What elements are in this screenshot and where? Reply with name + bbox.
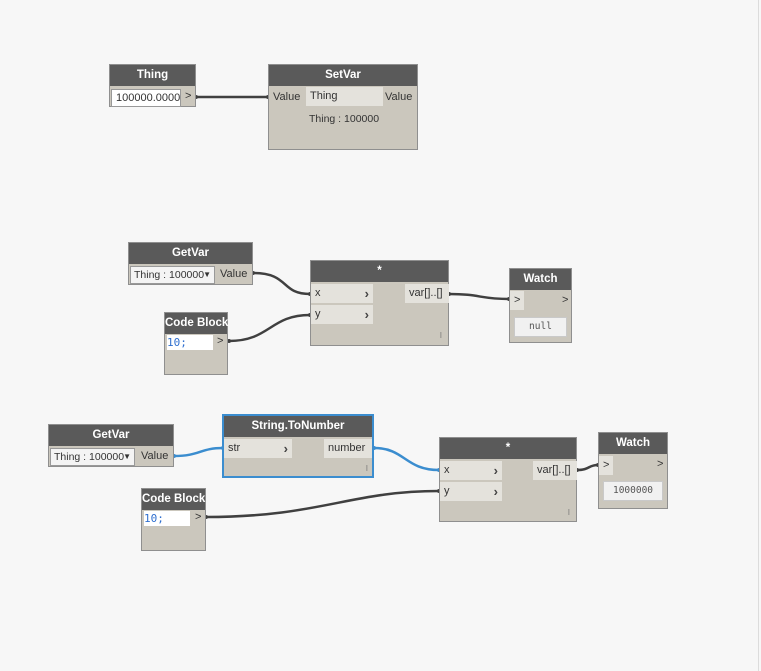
watch-value-display: 1000000 (603, 481, 663, 501)
preview-text: Thing : 100000 (309, 113, 380, 125)
node-title: Code Block (165, 313, 228, 334)
chevron-right-icon: › (364, 307, 369, 322)
output-port[interactable]: > (562, 294, 569, 306)
getvar-node-1[interactable]: GetVar Thing : 100000 ▼ Value (128, 242, 253, 285)
node-title: Watch (510, 269, 571, 290)
variable-name-field[interactable]: Thing (306, 87, 383, 106)
wire-mult1-to-watch1 (447, 292, 511, 301)
wire-getvar1-to-mult1-x (251, 271, 312, 296)
port-label: y (315, 308, 321, 320)
output-port[interactable]: var[]..[] (533, 461, 577, 480)
node-title: SetVar (269, 65, 417, 86)
output-port[interactable]: > (185, 90, 192, 102)
output-port[interactable]: > (217, 335, 224, 347)
output-port-number[interactable]: number (324, 439, 372, 458)
port-label: x (315, 287, 321, 299)
multiply-node-1[interactable]: * x › y › var[]..[] l (310, 260, 449, 346)
node-title: * (311, 261, 448, 282)
chevron-down-icon: ▼ (123, 452, 131, 461)
port-label: str (228, 442, 241, 454)
code-editor[interactable]: 10; (167, 335, 213, 350)
node-title: Watch (599, 433, 667, 454)
chevron-down-icon: ▼ (203, 270, 211, 279)
watch-node-1[interactable]: Watch > > null (509, 268, 572, 343)
output-port-value[interactable]: Value (220, 268, 248, 280)
node-title: GetVar (129, 243, 252, 264)
code-block-node-2[interactable]: Code Block 10; > (141, 488, 206, 551)
port-label: y (444, 485, 450, 497)
number-value-field[interactable]: 100000.0000 (111, 89, 181, 107)
code-editor[interactable]: 10; (144, 511, 190, 526)
lacing-indicator: l (366, 464, 368, 473)
lacing-indicator: l (440, 331, 442, 340)
input-port[interactable]: > (510, 291, 524, 310)
chevron-right-icon: › (493, 484, 498, 499)
wire-codeblock1-to-mult1-y (227, 313, 312, 343)
node-title: Thing (110, 65, 195, 86)
canvas-edge-line (758, 0, 759, 671)
input-port-x[interactable]: x › (311, 284, 373, 303)
output-port[interactable]: var[]..[] (405, 284, 449, 303)
chevron-right-icon: › (364, 286, 369, 301)
wire-mult2-to-watch2 (575, 463, 600, 472)
multiply-node-2[interactable]: * x › y › var[]..[] l (439, 437, 577, 522)
output-port-value[interactable]: Value (385, 91, 413, 103)
node-title: GetVar (49, 425, 173, 446)
watch-node-2[interactable]: Watch > > 1000000 (598, 432, 668, 509)
output-port[interactable]: > (195, 511, 202, 523)
input-port[interactable]: > (599, 456, 613, 475)
input-port-x[interactable]: x › (440, 461, 502, 480)
output-port[interactable]: > (657, 458, 664, 470)
output-port-value[interactable]: Value (141, 450, 169, 462)
input-port-y[interactable]: y › (311, 305, 373, 324)
variable-dropdown[interactable]: Thing : 100000 ▼ (130, 266, 215, 284)
input-port-y[interactable]: y › (440, 482, 502, 501)
wire-codeblock2-to-mult2-y (204, 489, 441, 519)
chevron-right-icon: › (493, 463, 498, 478)
wire-getvar2-to-tonumber (172, 446, 225, 458)
code-block-node-1[interactable]: Code Block 10; > (164, 312, 228, 375)
node-title: String.ToNumber (224, 416, 372, 437)
variable-dropdown[interactable]: Thing : 100000 ▼ (50, 448, 135, 466)
string-to-number-node[interactable]: String.ToNumber str › number l (222, 414, 374, 478)
port-label: x (444, 464, 450, 476)
dropdown-selected-value: Thing : 100000 (54, 451, 125, 463)
lacing-indicator: l (568, 508, 570, 517)
node-title: Code Block (142, 489, 205, 510)
getvar-node-2[interactable]: GetVar Thing : 100000 ▼ Value (48, 424, 174, 467)
thing-number-node[interactable]: Thing 100000.0000 > (109, 64, 196, 107)
watch-value-display: null (514, 317, 567, 337)
input-port-str[interactable]: str › (224, 439, 292, 458)
wire-tonumber-to-mult2-x (372, 446, 441, 472)
chevron-right-icon: › (283, 441, 288, 456)
input-port-value[interactable]: Value (273, 91, 301, 103)
port-dot (227, 339, 231, 343)
node-title: * (440, 438, 576, 459)
setvar-node[interactable]: SetVar Value Thing Value Thing : 100000 (268, 64, 418, 150)
dropdown-selected-value: Thing : 100000 (134, 269, 205, 281)
